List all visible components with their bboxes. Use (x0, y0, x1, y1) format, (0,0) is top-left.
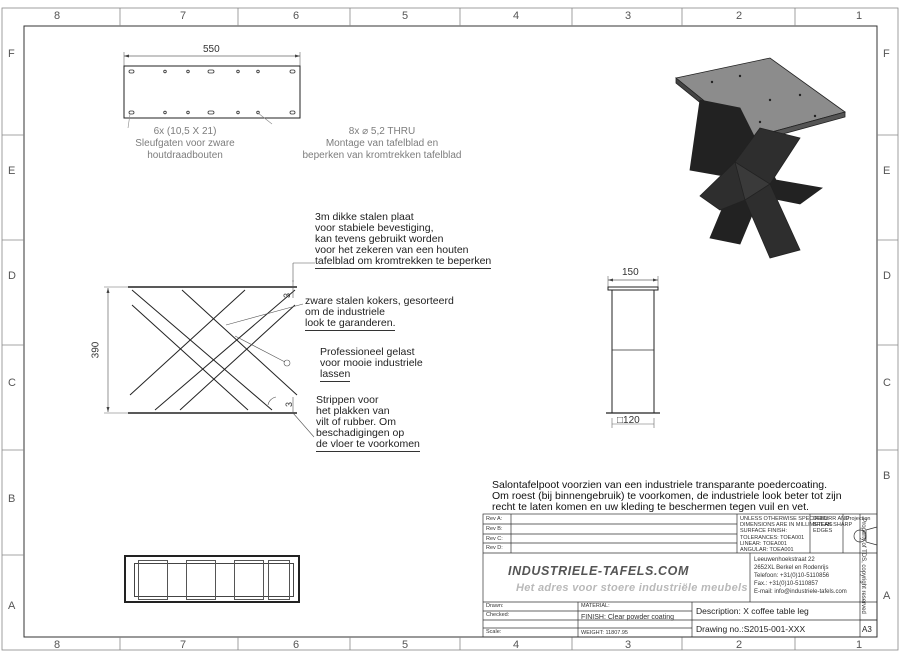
copyright-note: Property of TDS, copyright reserved (860, 518, 866, 614)
sheet-size: A3 (862, 625, 872, 634)
grid-col-label: 4 (513, 10, 520, 22)
grid-row-label: B (883, 470, 891, 482)
deburr-note: DEBURR AND BREAK SHARP EDGES (813, 516, 853, 535)
projection-label: Projection (846, 516, 871, 522)
finish-label: FINISH: Clear powder coating (581, 614, 674, 621)
grid-col-label: 2 (736, 639, 743, 651)
leg-height-dimension: 390 (90, 341, 102, 359)
grid-col-label: 6 (293, 10, 300, 22)
holes-note: 8x ⌀ 5,2 THRU Montage van tafelblad en b… (302, 126, 462, 161)
isometric-view (675, 57, 846, 259)
plate-thickness-dimension: 3 (282, 292, 293, 299)
coating-description: Salontafelpoot voorzien van een industri… (492, 479, 842, 513)
top-view-plate (123, 52, 301, 129)
bottom-view-plate (124, 555, 300, 603)
grid-row-label: A (8, 600, 16, 612)
grid-col-label: 7 (180, 10, 187, 22)
drawn-label: Drawn: (486, 603, 504, 609)
grid-col-label: 8 (54, 639, 61, 651)
grid-row-label: D (883, 270, 891, 282)
scale-label: Scale: (486, 629, 502, 635)
strip-thickness-dimension: 3 (284, 401, 295, 408)
rev-c-label: Rev C: (486, 536, 503, 542)
grid-col-label: 3 (625, 10, 632, 22)
weight-label: WEIGHT: 11807.95 (581, 630, 628, 636)
weld-note: Professioneel gelast voor mooie industri… (320, 346, 423, 382)
side-view (606, 276, 660, 428)
strips-note: Strippen voor het plakken van vilt of ru… (316, 394, 420, 452)
grid-row-label: B (8, 493, 16, 505)
grid-row-label: F (883, 48, 890, 60)
grid-col-label: 2 (736, 10, 743, 22)
company-name: INDUSTRIELE-TAFELS.COM (508, 564, 690, 578)
front-view-x-leg (104, 262, 315, 438)
grid-col-label: 6 (293, 639, 300, 651)
material-label: MATERIAL: (581, 603, 610, 609)
tube-size-dimension: □120 (617, 415, 640, 426)
side-width-dimension: 150 (622, 267, 639, 278)
grid-row-label: C (883, 377, 891, 389)
rev-d-label: Rev D: (486, 545, 503, 551)
grid-row-label: E (8, 165, 16, 177)
grid-row-label: D (8, 270, 16, 282)
grid-row-label: A (883, 590, 891, 602)
grid-col-label: 1 (856, 10, 863, 22)
slots-note: 6x (10,5 X 21) Sleufgaten voor zware hou… (135, 126, 235, 161)
drawing-description: Description: X coffee table leg (696, 606, 809, 616)
grid-col-label: 3 (625, 639, 632, 651)
grid-col-label: 5 (402, 10, 409, 22)
grid-row-label: C (8, 377, 16, 389)
drawing-number: Drawing no.:S2015-001-XXX (696, 624, 806, 634)
title-block-lines (482, 513, 878, 638)
grid-col-label: 7 (180, 639, 187, 651)
rev-a-label: Rev A: (486, 516, 503, 522)
tubes-note: zware stalen kokers, gesorteerd om de in… (305, 295, 454, 331)
grid-col-label: 5 (402, 639, 409, 651)
checked-label: Checked: (486, 612, 510, 618)
grid-col-label: 1 (856, 639, 863, 651)
tolerances-box: UNLESS OTHERWISE SPECIFIED: DIMENSIONS A… (740, 516, 833, 554)
grid-col-label: 8 (54, 10, 61, 22)
grid-row-label: F (8, 48, 15, 60)
rev-b-label: Rev B: (486, 526, 503, 532)
company-address: Leeuwenhoekstraat 22 2652XL Berkel en Ro… (754, 557, 847, 595)
plate-note: 3m dikke stalen plaat voor stabiele beve… (315, 211, 492, 269)
grid-row-label: E (883, 165, 891, 177)
company-slogan: Het adres voor stoere industriële meubel… (516, 582, 748, 594)
plate-width-dimension: 550 (203, 44, 220, 55)
grid-col-label: 4 (513, 639, 520, 651)
